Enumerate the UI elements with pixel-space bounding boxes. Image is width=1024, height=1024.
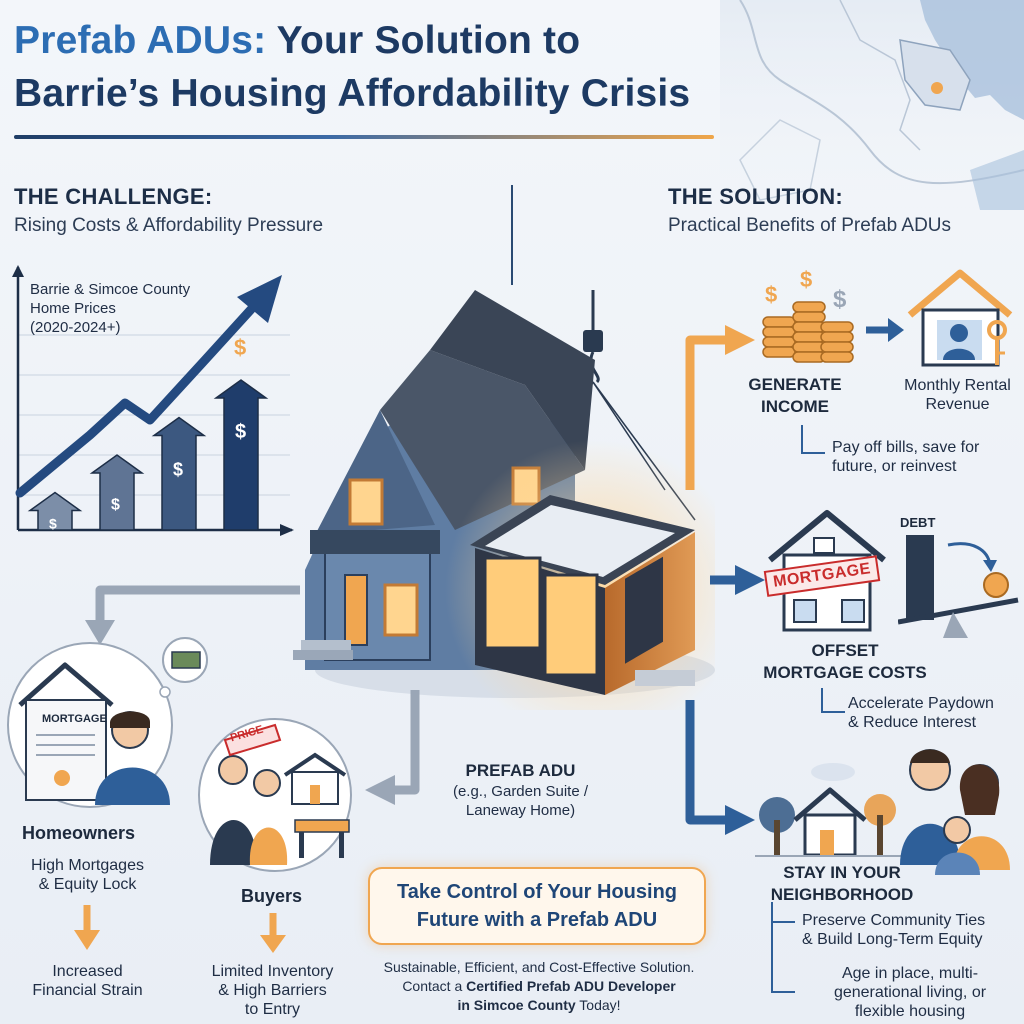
price-bar — [89, 454, 145, 531]
arrow-down-icon — [74, 905, 100, 950]
map-graphic — [720, 0, 1024, 210]
svg-text:$: $ — [833, 286, 847, 313]
arrow-down-icon — [260, 913, 286, 953]
connector-line — [821, 688, 845, 713]
house-window — [383, 583, 419, 637]
rental-revenue-label: Monthly Rental Revenue — [904, 377, 1011, 413]
price-chart: $ $ $ $ $ — [12, 265, 294, 536]
footer-text: Sustainable, Efficient, and Cost-Effecti… — [383, 959, 695, 1013]
flow-arrows-right — [685, 325, 765, 835]
connector-line — [771, 902, 795, 993]
barrie-location-dot — [931, 82, 943, 94]
challenge-heading: THE CHALLENGE: — [14, 184, 213, 209]
offset-note: Accelerate Paydown & Reduce Interest — [848, 695, 994, 731]
stay-note-community: Preserve Community Ties & Build Long-Ter… — [802, 912, 986, 948]
arrow-right-icon — [866, 318, 904, 342]
neighborhood-icon — [755, 763, 905, 857]
trend-arrow — [15, 300, 260, 498]
stay-note-aging: Age in place, multi- generational living… — [833, 965, 987, 1020]
rental-house-icon — [907, 269, 1013, 367]
adu-label: PREFAB ADU (e.g., Garden Suite / Laneway… — [452, 761, 589, 819]
crane-hook-icon — [583, 330, 603, 352]
price-bar — [213, 379, 269, 531]
dollar-icon: $ — [235, 421, 246, 443]
flow-arrows-left — [85, 585, 420, 805]
house-and-adu-illustration — [293, 290, 715, 710]
homeowner-worried-icon — [7, 637, 208, 808]
lake-shape — [920, 0, 1024, 120]
buyers-icon — [198, 718, 352, 872]
generate-income-title: GENERATE INCOME — [748, 375, 842, 416]
debt-seesaw-icon — [898, 535, 1019, 638]
buyers-title: Buyers — [241, 886, 303, 906]
buyers-desc: Limited Inventory & High Barriers to Ent… — [211, 963, 334, 1018]
svg-text:$: $ — [765, 282, 777, 307]
challenge-subheading: Rising Costs & Affordability Pressure — [14, 215, 324, 236]
price-bar — [27, 491, 83, 531]
homeowners-desc: High Mortgages & Equity Lock — [31, 857, 144, 893]
center-divider — [511, 185, 513, 285]
connector-line — [801, 425, 825, 454]
homeowners-title: Homeowners — [22, 823, 136, 843]
mortgage-doc-label: MORTGAGE — [42, 713, 107, 725]
price-bar — [151, 416, 207, 531]
title-underline — [14, 135, 714, 139]
homeowners-result: Increased Financial Strain — [32, 963, 143, 999]
rising-dollar-icon: $ — [234, 335, 246, 360]
price-tag-icon — [223, 723, 282, 757]
svg-text:$: $ — [800, 267, 812, 292]
cash-icon — [171, 651, 201, 669]
family-icon — [900, 749, 1010, 875]
income-note: Pay off bills, save for future, or reinv… — [832, 439, 980, 475]
chart-label: Barrie & Simcoe County Home Prices (2020… — [30, 281, 191, 336]
adu-glass-door — [543, 573, 599, 677]
solution-subheading: Practical Benefits of Prefab ADUs — [668, 215, 952, 236]
dollar-icon: $ — [49, 515, 57, 531]
offset-mortgage-title: OFFSET MORTGAGE COSTS — [763, 641, 927, 682]
stay-neighborhood-title: STAY IN YOUR NEIGHBORHOOD — [770, 863, 914, 904]
coin-icon — [983, 572, 1009, 598]
dollar-icon: $ — [173, 460, 183, 480]
barrier-icon — [294, 819, 350, 858]
debt-label: DEBT — [900, 515, 936, 530]
page-title: Prefab ADUs: Your Solution to Barrie’s H… — [14, 19, 691, 115]
coins-icon: $ $ $ — [762, 267, 854, 363]
dollar-icon: $ — [111, 497, 120, 514]
solution-heading: THE SOLUTION: — [668, 184, 844, 209]
